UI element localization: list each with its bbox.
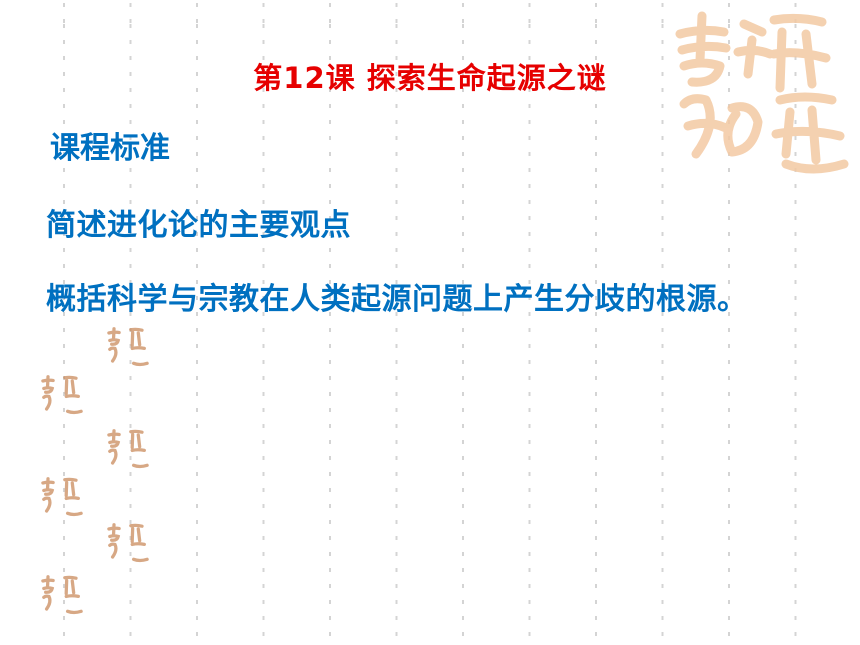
auspicious-seal-icon [41,477,83,517]
list-item: 简述进化论的主要观点 [46,208,351,243]
auspicious-seal-icon [675,11,849,174]
list-item: 概括科学与宗教在人类起源问题上产生分歧的根源。 [46,282,748,317]
auspicious-seal-icon [107,523,149,563]
auspicious-seal-icon [41,575,83,615]
section-heading: 课程标准 [50,131,170,166]
auspicious-seal-icon [107,429,149,469]
standards-list: 简述进化论的主要观点 概括科学与宗教在人类起源问题上产生分歧的根源。 [46,206,846,354]
slide-title: 第12课 探索生命起源之谜 [253,61,607,95]
auspicious-seal-icon [107,327,149,367]
auspicious-seal-icon [41,375,83,415]
